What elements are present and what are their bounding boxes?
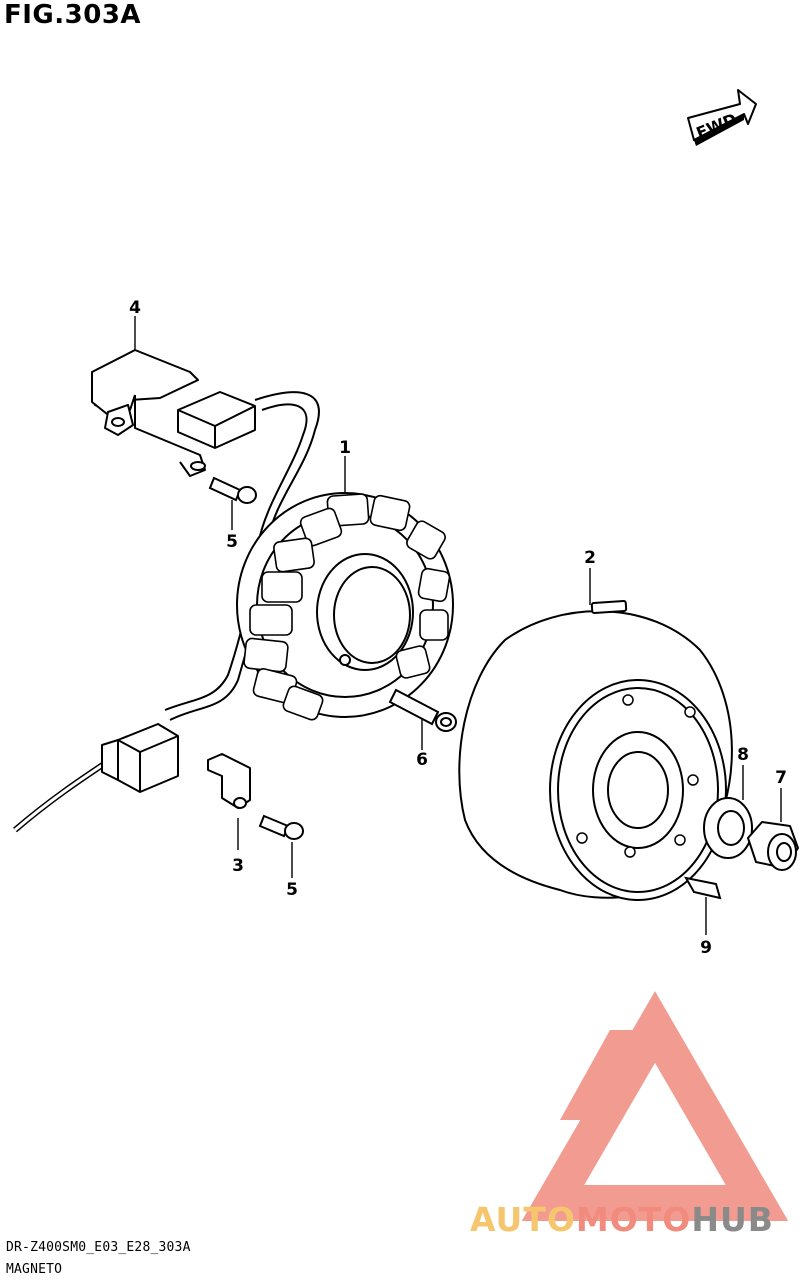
watermark-text: AUTOMOTOHUB	[470, 1200, 774, 1239]
part-1-stator	[236, 492, 454, 721]
callout-4: 4	[129, 298, 141, 318]
callout-2: 2	[584, 548, 596, 568]
callout-6: 6	[416, 750, 428, 770]
part-6-bolt	[388, 688, 457, 732]
callout-8: 8	[737, 745, 749, 765]
part-5-bolt-upper	[208, 476, 257, 504]
callout-5-lower: 5	[286, 880, 298, 900]
watermark-logo	[521, 991, 789, 1221]
part-2-rotor	[458, 599, 733, 901]
callout-3: 3	[232, 856, 244, 876]
figure-title: FIG.303A	[4, 0, 142, 30]
part-3-clamp	[207, 753, 251, 809]
wire-connector-top	[177, 391, 256, 471]
callout-5-upper: 5	[226, 532, 238, 552]
footer-code: DR-Z400SM0_E03_E28_303A	[6, 1240, 191, 1255]
callout-1: 1	[339, 438, 351, 458]
fwd-arrow-icon: FWD	[687, 89, 757, 146]
part-4-bracket	[91, 349, 206, 477]
part-8-washer	[703, 797, 753, 859]
callout-7: 7	[775, 768, 787, 788]
callout-9: 9	[700, 938, 712, 958]
footer-section: MAGNETO	[6, 1262, 63, 1277]
part-9-key	[684, 876, 722, 900]
part-5-bolt-lower	[258, 814, 304, 840]
wire-connector-bottom	[101, 723, 179, 793]
part-7-nut	[747, 821, 799, 871]
